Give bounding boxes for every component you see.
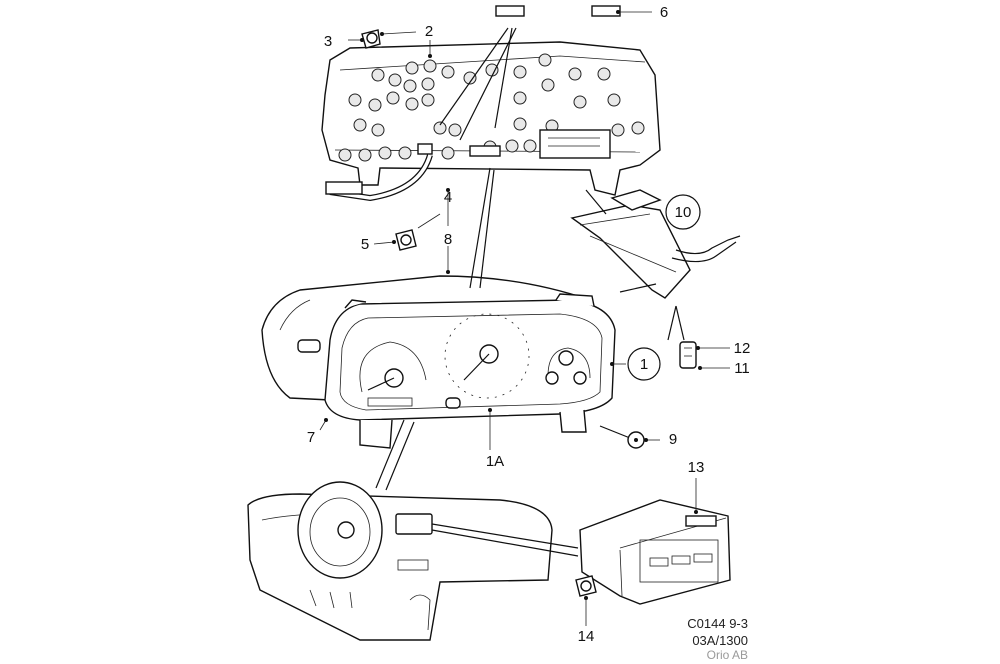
- explosion-lines: [375, 27, 685, 557]
- publisher-label: Orio AB: [707, 648, 748, 662]
- control-module-drawing: [570, 189, 741, 299]
- callout-10: 10: [675, 204, 692, 221]
- callout-9: 9: [669, 431, 677, 448]
- callout-6: 6: [660, 4, 668, 21]
- leader-lines: [319, 10, 730, 626]
- board-bulb-holes: [338, 53, 645, 162]
- drawing-revision: 03A/1300: [692, 633, 748, 648]
- callout-10-circle: [665, 194, 701, 230]
- dashboard-drawing: [247, 481, 553, 641]
- circuit-board-drawing: [321, 41, 661, 196]
- callout-14: 14: [578, 628, 595, 645]
- bulb-14-drawing: [575, 575, 597, 597]
- callout-1: 1: [640, 356, 648, 373]
- callout-5: 5: [361, 236, 369, 253]
- display-unit-drawing: [579, 499, 731, 605]
- callout-13: 13: [688, 459, 705, 476]
- bulb-holder-lower: [395, 229, 417, 251]
- callout-1a: 1A: [486, 453, 504, 470]
- connector-drawing: [679, 341, 697, 369]
- callout-11: 11: [734, 360, 750, 377]
- callout-4: 4: [444, 189, 452, 206]
- callout-1-circle: [627, 347, 661, 381]
- callout-7: 7: [307, 429, 315, 446]
- callout-3: 3: [324, 33, 332, 50]
- cluster-front-drawing: [324, 293, 616, 449]
- drawing-code: C0144 9-3: [687, 616, 748, 631]
- callout-12: 12: [734, 340, 751, 357]
- bulb-holder-top: [361, 29, 381, 49]
- callout-8: 8: [444, 231, 452, 248]
- callout-2: 2: [425, 23, 433, 40]
- screw-drawing: [599, 425, 645, 449]
- board-harness-drawing: [325, 154, 433, 202]
- wiring-harness-drawing: [495, 5, 621, 28]
